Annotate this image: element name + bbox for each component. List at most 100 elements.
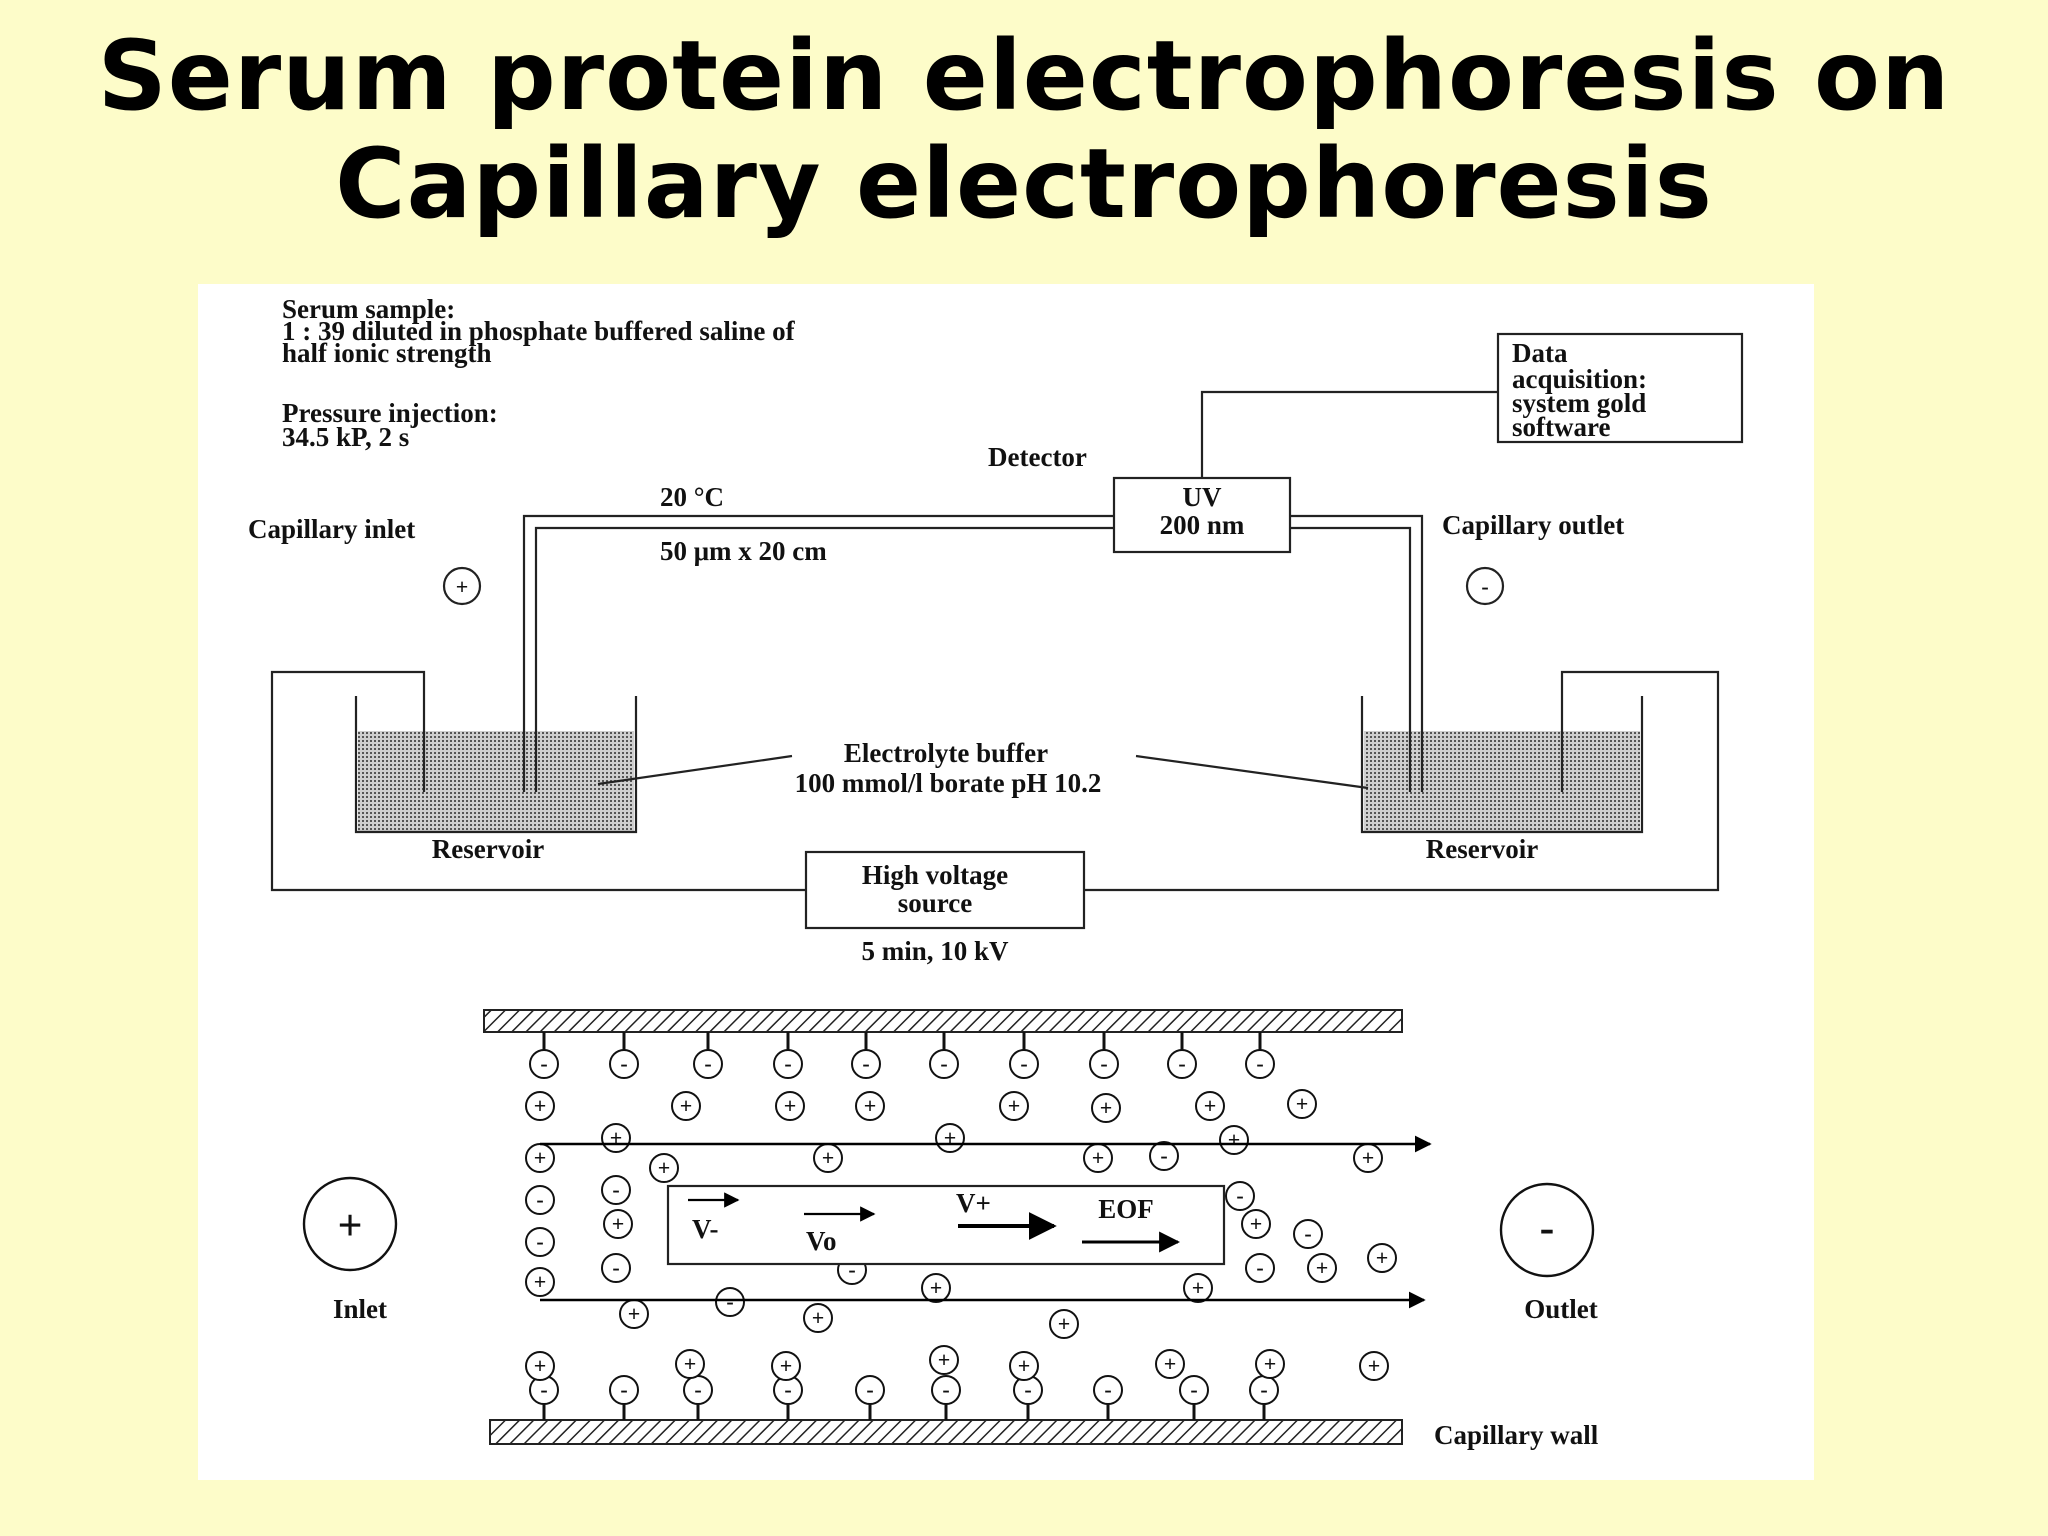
capillary-inlet-label: Capillary inlet	[248, 514, 415, 544]
uv-label: UV	[1183, 482, 1222, 512]
svg-text:-: -	[940, 1051, 947, 1076]
cation: +	[803, 1303, 833, 1333]
cation: +	[601, 1123, 631, 1153]
setup-labels: Serum sample: 1 : 39 diluted in phosphat…	[248, 294, 1647, 966]
buffer-leader-left	[597, 754, 793, 786]
svg-text:+: +	[1264, 1351, 1277, 1376]
svg-text:+: +	[1164, 1351, 1177, 1376]
svg-text:+: +	[944, 1125, 957, 1150]
reservoir-right-label: Reservoir	[1426, 834, 1538, 864]
svg-text:+: +	[1376, 1245, 1389, 1270]
cation: +	[1307, 1253, 1337, 1283]
uv-detector-box	[1112, 476, 1292, 554]
fixed-negative-charge: -	[683, 1375, 713, 1405]
slide-title: Serum protein electrophoresis on Capilla…	[0, 22, 2048, 238]
cation: +	[1091, 1093, 1121, 1123]
svg-text:-: -	[536, 1229, 543, 1254]
cation: +	[603, 1209, 633, 1239]
fixed-negative-charge: -	[609, 1375, 639, 1405]
svg-text:+: +	[1092, 1145, 1105, 1170]
svg-text:-: -	[1256, 1051, 1263, 1076]
inlet-polarity-sign: +	[456, 574, 469, 599]
inlet-label: Inlet	[333, 1294, 387, 1324]
data-acq-line-3: system gold	[1512, 388, 1646, 418]
svg-text:+: +	[784, 1093, 797, 1118]
buffer-label-2: 100 mmol/l borate pH 10.2	[795, 768, 1102, 798]
outlet-polarity-sign: -	[1481, 574, 1488, 599]
eof-label: EOF	[1098, 1194, 1154, 1224]
bottom-capillary-wall	[489, 1419, 1403, 1445]
svg-text:-: -	[1024, 1377, 1031, 1402]
anion: -	[601, 1253, 631, 1283]
sample-strength: half ionic strength	[282, 338, 492, 368]
svg-text:+: +	[1228, 1127, 1241, 1152]
capillary-tube	[522, 514, 1114, 792]
cation: +	[649, 1153, 679, 1183]
left-reservoir-buffer	[358, 731, 634, 831]
buffer-label-1: Electrolyte buffer	[844, 738, 1048, 768]
cation: +	[1359, 1351, 1389, 1381]
cation: +	[855, 1091, 885, 1121]
fixed-negative-charge: -	[1179, 1375, 1209, 1405]
svg-text:-: -	[1256, 1255, 1263, 1280]
svg-text:-: -	[1100, 1051, 1107, 1076]
svg-text:-: -	[1304, 1221, 1311, 1246]
data-acq-line-1: Data	[1512, 338, 1568, 368]
sample-label: Serum sample:	[282, 294, 455, 324]
svg-text:-: -	[848, 1257, 855, 1282]
cation: +	[1155, 1349, 1185, 1379]
cation: +	[1353, 1143, 1383, 1173]
anion: -	[715, 1287, 745, 1317]
data-acq-line-4: software	[1512, 412, 1610, 442]
svg-text:+: +	[534, 1353, 547, 1378]
capillary-dims: 50 μm x 20 cm	[660, 536, 827, 566]
temperature-label: 20 °C	[660, 482, 724, 512]
svg-text:-: -	[1160, 1143, 1167, 1168]
fixed-negative-charge: -	[1089, 1049, 1119, 1079]
fixed-negative-charge: -	[931, 1375, 961, 1405]
setup-diagram	[270, 332, 1744, 930]
outlet-electrode-sign: -	[1540, 1203, 1555, 1252]
svg-text:-: -	[784, 1377, 791, 1402]
reservoir-left-label: Reservoir	[432, 834, 544, 864]
svg-text:-: -	[620, 1051, 627, 1076]
fixed-negative-charge: -	[929, 1049, 959, 1079]
left-electrode-wire	[270, 670, 806, 892]
svg-text:+: +	[684, 1351, 697, 1376]
v-minus-label: V-	[692, 1214, 719, 1244]
capillary-tube-outlet	[1290, 514, 1424, 792]
cation: +	[525, 1143, 555, 1173]
svg-text:-: -	[726, 1289, 733, 1314]
svg-text:+: +	[812, 1305, 825, 1330]
svg-text:-: -	[612, 1255, 619, 1280]
fixed-negative-charge: -	[855, 1375, 885, 1405]
cation: +	[929, 1345, 959, 1375]
left-reservoir-vessel	[354, 696, 638, 834]
mobile-ions: ++++++++++++++++++++++++++++++++++------…	[525, 1089, 1397, 1381]
svg-text:+: +	[1018, 1353, 1031, 1378]
svg-text:+: +	[1296, 1091, 1309, 1116]
svg-text:+: +	[628, 1301, 641, 1326]
svg-text:-: -	[1236, 1183, 1243, 1208]
cation: +	[1009, 1351, 1039, 1381]
svg-text:+: +	[1204, 1093, 1217, 1118]
high-voltage-box	[804, 850, 1086, 930]
anion: -	[1245, 1253, 1275, 1283]
cation: +	[775, 1091, 805, 1121]
cation: +	[675, 1349, 705, 1379]
fixed-negative-charge: -	[609, 1049, 639, 1079]
v-plus-label: V+	[956, 1188, 991, 1218]
svg-text:-: -	[1104, 1377, 1111, 1402]
svg-text:-: -	[1190, 1377, 1197, 1402]
fixed-negative-charge: -	[1245, 1049, 1275, 1079]
fixed-negative-charge: -	[1093, 1375, 1123, 1405]
cation: +	[1219, 1125, 1249, 1155]
svg-text:+: +	[534, 1145, 547, 1170]
svg-text:-: -	[540, 1377, 547, 1402]
svg-text:+: +	[1100, 1095, 1113, 1120]
cation: +	[1367, 1243, 1397, 1273]
cation: +	[1049, 1309, 1079, 1339]
anion: -	[1225, 1181, 1255, 1211]
detector-label: Detector	[988, 442, 1087, 472]
svg-text:+: +	[1058, 1311, 1071, 1336]
